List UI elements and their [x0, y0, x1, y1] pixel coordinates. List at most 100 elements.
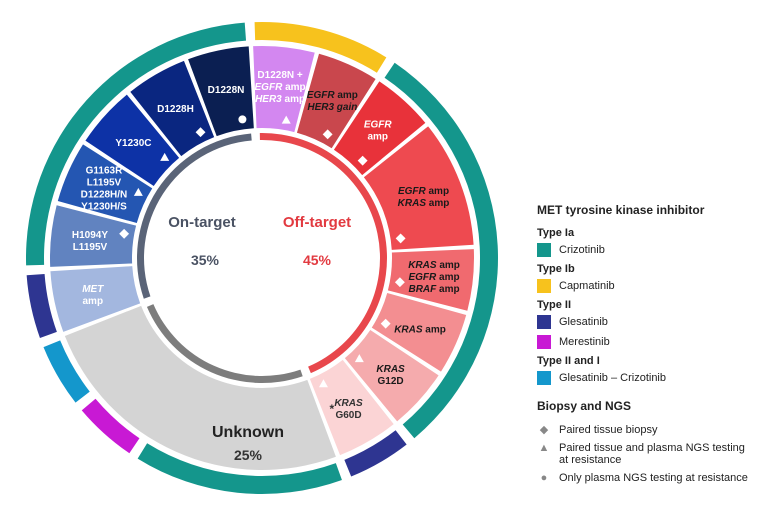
segment-kras-amp	[371, 292, 467, 372]
segment-label-part: EGFR	[364, 119, 393, 130]
legend-type-ii: Type II	[537, 299, 572, 311]
segment-label-part: L1195V	[87, 178, 122, 189]
segment-label-d1228n-egfr-her3: D1228N +	[257, 70, 302, 81]
off-target-percentage: 45%	[303, 252, 332, 268]
segment-label-part: D1228N +	[257, 70, 302, 81]
triangle-marker	[160, 152, 170, 161]
segment-label-part: BRAF	[408, 284, 437, 295]
segment-label-kras-egfr-braf: EGFR amp	[408, 272, 459, 283]
plasma-only-label: Only plasma NGS testing at resistance	[559, 472, 748, 484]
outer-ring-merestinib	[81, 398, 140, 454]
segment-label-y1230c: Y1230C	[115, 138, 151, 149]
segment-label-part: amp	[423, 324, 446, 335]
paired-tissue-plasma-label: Paired tissue and plasma NGS testing at …	[559, 442, 745, 466]
segment-label-g1163r-multi: D1228H/N	[81, 190, 128, 201]
outer-ring-capmatinib	[254, 22, 387, 73]
paired-tissue-label: Paired tissue biopsy	[559, 423, 658, 436]
diamond-icon: ◆	[539, 424, 549, 436]
segment-label-met-amp: amp	[82, 296, 103, 307]
legend-item-capmatinib: Capmatinib	[537, 279, 757, 293]
footnote-marker: *	[329, 402, 334, 416]
segment-unknown	[64, 305, 336, 470]
triangle-marker	[354, 354, 364, 363]
diamond-marker	[357, 155, 368, 166]
segment-label-part: amp	[436, 272, 459, 283]
segment-label-part: amp	[437, 260, 460, 271]
segment-label-h1094y-l1195v: L1195V	[73, 242, 108, 253]
crizotinib-label: Crizotinib	[559, 244, 605, 256]
segment-label-part: G1163R	[86, 166, 123, 177]
outer-drug-ring	[26, 22, 498, 494]
segment-label-kras-g12d: G12D	[378, 376, 404, 387]
diamond-marker	[394, 277, 405, 288]
segment-label-part: KRAS	[394, 324, 423, 335]
segment-label-part: amp	[436, 284, 459, 295]
diamond-marker	[195, 127, 206, 138]
segment-d1228n	[188, 46, 254, 137]
merestinib-label: Merestinib	[559, 336, 610, 348]
crizotinib-swatch	[537, 243, 551, 257]
segment-label-kras-g60d: G60D	[335, 410, 361, 421]
segment-label-egfr-her3-gain: EGFR amp	[307, 90, 358, 101]
on-target-percentage: 35%	[191, 252, 220, 268]
inner-category-ring	[136, 133, 387, 383]
segment-label-part: EGFR	[307, 90, 336, 101]
segment-label-d1228n-egfr-her3: HER3 amp	[255, 94, 305, 105]
triangle-marker	[318, 379, 328, 388]
segment-label-part: KRAS	[334, 398, 363, 409]
glesatinib-crizotinib-swatch	[537, 371, 551, 385]
segment-label-part: G60D	[335, 410, 361, 421]
segment-label-part: D1228H	[157, 104, 194, 115]
off-target-label: Off-target	[283, 214, 351, 231]
unknown-percentage: 25%	[234, 447, 263, 463]
capmatinib-swatch	[537, 279, 551, 293]
segment-label-egfr-amp-1: amp	[367, 131, 388, 142]
triangle-marker	[133, 187, 143, 196]
segment-label-part: G12D	[378, 376, 404, 387]
segment-label-part: KRAS	[376, 364, 405, 375]
segment-h1094y-l1195v	[49, 205, 137, 267]
segment-y1230c	[85, 94, 180, 187]
diamond-marker	[395, 233, 406, 244]
segment-label-g1163r-multi: Y1230H/S	[81, 202, 127, 213]
outer-ring-glesatinib	[26, 273, 57, 338]
segment-label-part: KRAS	[408, 260, 437, 271]
on-target-label: On-target	[168, 214, 236, 231]
segment-label-egfr-amp-1: EGFR	[364, 119, 393, 130]
circle-marker	[238, 115, 247, 124]
glesatinib-crizotinib-label: Glesatinib – Crizotinib	[559, 372, 666, 384]
segment-label-part: amp	[82, 296, 103, 307]
legend-type-ii-and-i: Type II and I	[537, 355, 600, 367]
segment-label-part: D1228H/N	[81, 190, 128, 201]
segment-label-kras-egfr-braf: KRAS amp	[408, 260, 460, 271]
segment-label-part: L1195V	[73, 242, 108, 253]
inner-ring-unknown	[146, 304, 303, 383]
segment-label-d1228n: D1228N	[208, 85, 245, 96]
segment-label-kras-egfr-braf: BRAF amp	[408, 284, 459, 295]
legend-title: MET tyrosine kinase inhibitor	[537, 203, 705, 217]
segment-label-part: amp	[367, 131, 388, 142]
segment-label-part: Y1230H/S	[81, 202, 127, 213]
segment-label-part: MET	[82, 284, 104, 295]
legend-item-paired-tissue: ◆ Paired tissue biopsy	[537, 423, 757, 437]
segment-label-egfr-kras: KRAS amp	[398, 198, 450, 209]
triangle-marker	[281, 115, 291, 124]
legend-type-ib: Type Ib	[537, 263, 575, 275]
segment-met-amp	[50, 266, 141, 332]
segment-d1228n-egfr-her3	[253, 46, 315, 133]
unknown-label: Unknown	[212, 424, 284, 441]
circle-icon: ●	[540, 472, 548, 484]
legend: MET tyrosine kinase inhibitor Type Ia Cr…	[537, 203, 757, 490]
segment-d1228h	[130, 60, 215, 157]
segment-label-part: EGFR	[255, 82, 284, 93]
segment-label-part: amp	[335, 90, 358, 101]
diamond-marker	[380, 318, 391, 329]
segment-label-part: EGFR	[398, 186, 427, 197]
segment-label-kras-g60d: KRAS	[334, 398, 363, 409]
segment-label-d1228h: D1228H	[157, 104, 194, 115]
segment-label-part: amp	[282, 94, 305, 105]
legend-item-glesatinib: Glesatinib	[537, 315, 757, 329]
segment-egfr-amp-1	[333, 81, 426, 176]
